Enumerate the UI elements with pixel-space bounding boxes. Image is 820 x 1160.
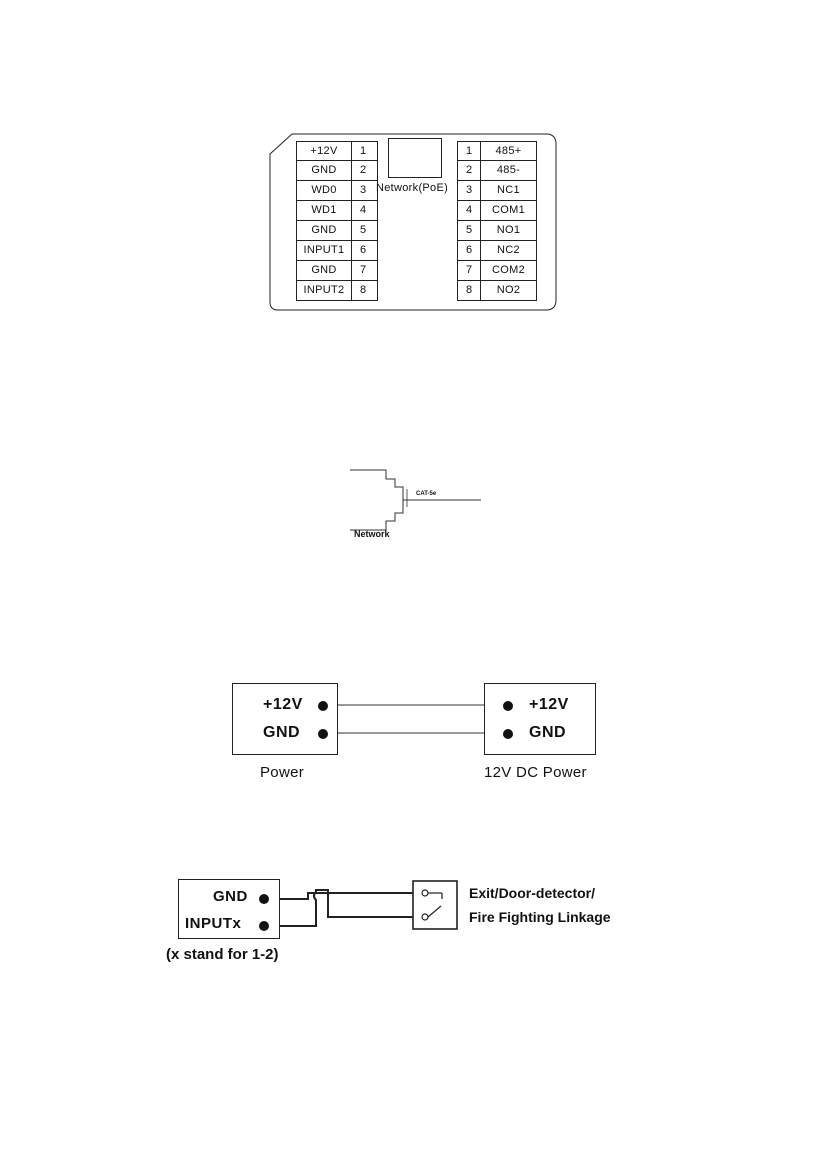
- input-wires: [0, 0, 820, 960]
- terminal-dot-icon: [259, 894, 269, 904]
- terminal-dot-icon: [259, 921, 269, 931]
- input-x-label: INPUTx: [185, 915, 241, 932]
- input-gnd-label: GND: [213, 888, 248, 905]
- input-caption: (x stand for 1-2): [166, 946, 279, 963]
- device-label-line1: Exit/Door-detector/: [469, 885, 595, 901]
- device-label-line2: Fire Fighting Linkage: [469, 909, 611, 925]
- switch-contact-icon: [413, 881, 457, 929]
- input-terminal-box: GND INPUTx: [178, 879, 280, 939]
